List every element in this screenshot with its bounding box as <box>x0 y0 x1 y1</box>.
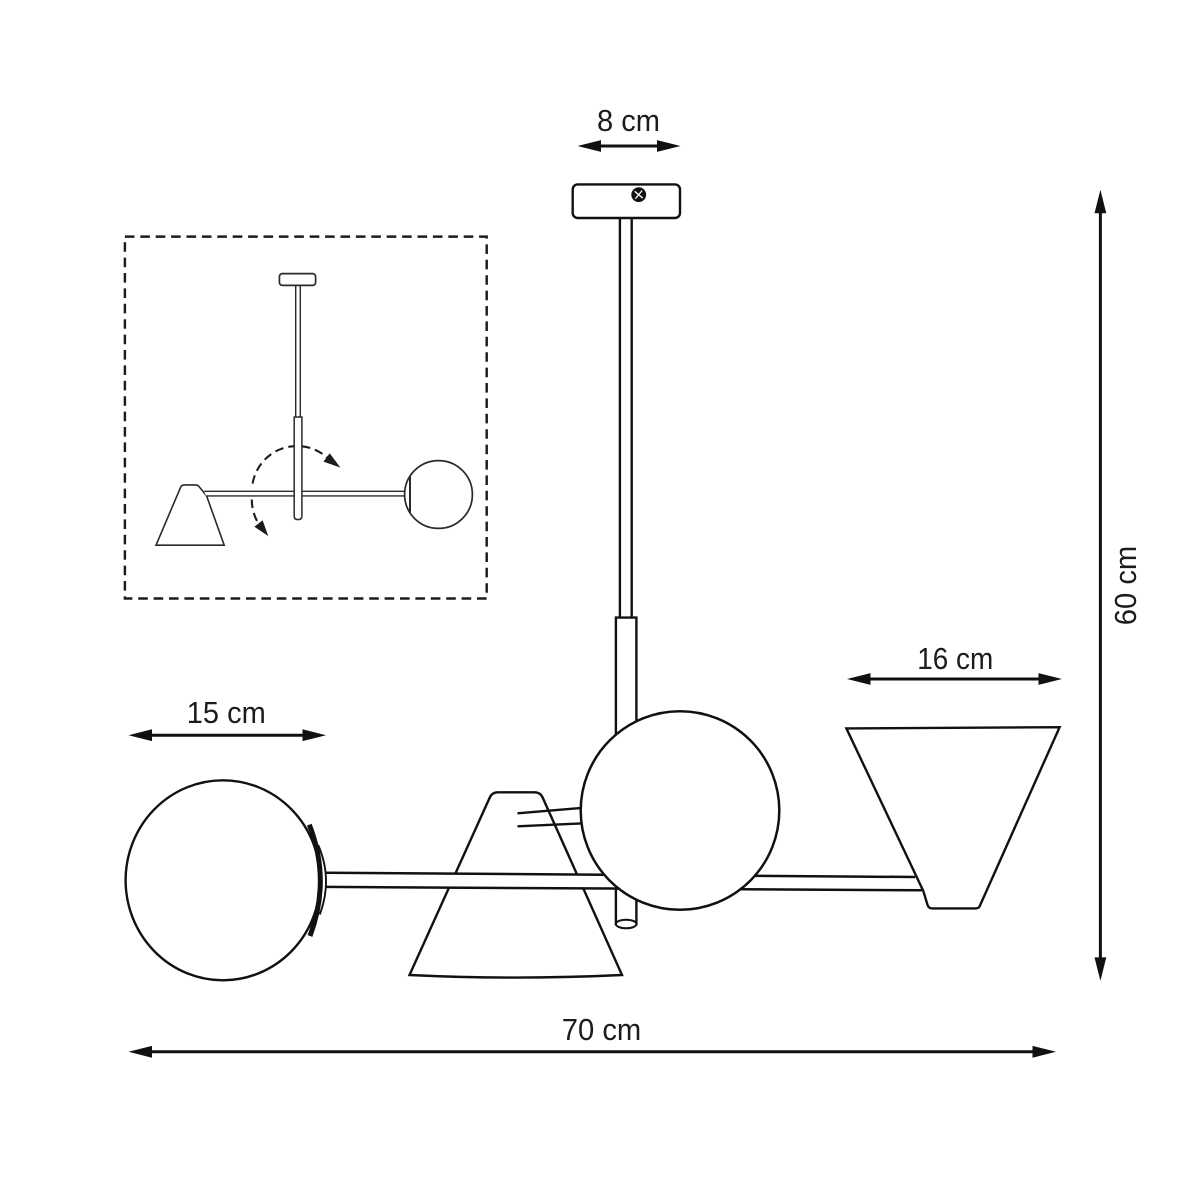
svg-text:15 cm: 15 cm <box>187 695 266 730</box>
svg-text:70 cm: 70 cm <box>562 1012 642 1047</box>
svg-text:60 cm: 60 cm <box>1108 546 1143 626</box>
svg-text:16 cm: 16 cm <box>917 641 993 676</box>
svg-text:8 cm: 8 cm <box>597 103 660 138</box>
